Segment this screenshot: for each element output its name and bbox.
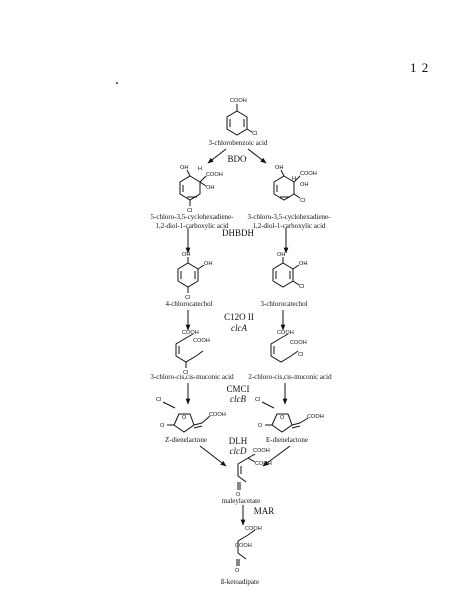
- group-o: O: [160, 423, 165, 429]
- label-2-chloro-muconic-acid: 2-chloro-cis,cis-muconic acid: [248, 373, 332, 381]
- group-oh: OH: [206, 185, 214, 191]
- label-z-dienelactone: Z-dienelactone: [165, 436, 207, 444]
- structure-beta-ketoadipate: [236, 529, 256, 566]
- group-cooh: COOH: [255, 461, 272, 467]
- group-o: O: [235, 568, 240, 574]
- group-h: H: [292, 176, 296, 182]
- label-e-dienelactone: E-dienelactone: [266, 436, 308, 444]
- label-4-chlorocatechol: 4-chlorocatechol: [165, 300, 212, 308]
- group-o: O: [182, 415, 187, 421]
- group-oh: OH: [204, 261, 212, 267]
- group-cl: Cl: [298, 352, 303, 358]
- structure-4-chlorocatechol: [177, 257, 205, 293]
- structure-z-dienelactone: [162, 401, 211, 433]
- structure-3-chlorocatechol: [272, 257, 300, 288]
- group-cl: Cl: [252, 131, 257, 137]
- group-oh: OH: [182, 252, 190, 258]
- group-oh: OH: [299, 261, 307, 267]
- label-3-chlorocatechol: 3-chlorocatechol: [260, 300, 307, 308]
- group-cooh: COOH: [182, 330, 199, 336]
- group-cl: Cl: [185, 295, 190, 301]
- page-number: 1 2: [410, 60, 430, 75]
- group-cooh: COOH: [253, 448, 270, 454]
- structure-2-chloro-muconic-acid: [270, 333, 299, 363]
- label-5-chloro-diol-line2: 1,2-diol-1-carboxylic acid: [155, 222, 229, 230]
- group-oh: OH: [300, 182, 308, 188]
- enzyme-c12o: C12O II: [224, 312, 254, 322]
- label-3-chloro-diol-line2: 1,2-diol-1-carboxylic acid: [252, 222, 326, 230]
- label-3-chlorobenzoic-acid: 3-chlorobenzoic acid: [209, 139, 268, 147]
- group-o: O: [258, 423, 263, 429]
- group-cooh: COOH: [206, 172, 223, 178]
- enzyme-dlh: DLH: [229, 436, 248, 446]
- group-oh: OH: [275, 165, 283, 171]
- arrow-dlh-right: [262, 445, 291, 467]
- scan-speck: [116, 82, 118, 84]
- gene-clcd: clcD: [230, 446, 247, 456]
- enzyme-dhbdh: DHBDH: [222, 228, 255, 238]
- group-cl: Cl: [255, 397, 260, 403]
- gene-clca: clcA: [231, 323, 247, 333]
- structure-maleylacetate: [237, 453, 256, 490]
- structure-e-dienelactone: [261, 401, 309, 433]
- group-oh: OH: [180, 165, 188, 171]
- label-3-chloro-diol-line1: 3-chloro-3,5-cyclohexadiene-: [248, 213, 332, 221]
- arrow-bdo-right: [247, 148, 267, 164]
- group-cooh: COOH: [235, 543, 252, 549]
- group-cooh: COOH: [230, 98, 247, 104]
- group-cooh: COOH: [277, 330, 294, 336]
- group-h: H: [198, 166, 202, 172]
- gene-clcb: clcB: [230, 394, 246, 404]
- group-cl: Cl: [299, 284, 304, 290]
- group-cl: Cl: [156, 397, 161, 403]
- group-cl: Cl: [187, 208, 192, 214]
- structure-5-chloro-dihydrodiol: [179, 169, 207, 206]
- structure-3-chlorobenzoic-acid: [226, 104, 253, 136]
- group-oh: OH: [277, 252, 285, 258]
- group-cooh: COOH: [193, 338, 210, 344]
- enzyme-labels: BDO DHBDH C12O II clcA CMCI clcB DLH clc…: [222, 154, 274, 516]
- structure-3-chloro-muconic-acid: [175, 333, 204, 368]
- substituent-labels: COOH Cl OH H COOH OH Cl OH COOH OH H Cl …: [156, 98, 324, 574]
- enzyme-bdo: BDO: [227, 154, 247, 164]
- group-cooh: COOH: [290, 340, 307, 346]
- group-cooh: COOH: [209, 412, 226, 418]
- label-maleylacetate: maleylacetate: [222, 497, 260, 505]
- label-beta-ketoadipate: ß-ketoadipate: [221, 578, 259, 586]
- group-o: O: [280, 415, 285, 421]
- group-cl: Cl: [300, 198, 305, 204]
- group-cl: Cl: [183, 370, 188, 376]
- enzyme-mar: MAR: [254, 506, 275, 516]
- group-cooh: COOH: [300, 171, 317, 177]
- group-cooh: COOH: [307, 414, 324, 420]
- label-5-chloro-diol-line1: 5-chloro-3,5-cyclohexadiene-: [151, 213, 235, 221]
- enzyme-cmci: CMCI: [226, 384, 249, 394]
- group-o: O: [236, 492, 241, 498]
- compound-labels: 3-chlorobenzoic acid 5-chloro-3,5-cycloh…: [150, 139, 332, 586]
- reaction-arrows: [185, 148, 291, 526]
- arrow-dlh-left: [199, 445, 227, 467]
- label-3-chloro-muconic-acid: 3-chloro-cis,cis-muconic acid: [150, 373, 234, 381]
- structure-3-chloro-dihydrodiol: [273, 169, 301, 201]
- arrow-bdo-left: [207, 148, 227, 164]
- group-cooh: COOH: [245, 526, 262, 532]
